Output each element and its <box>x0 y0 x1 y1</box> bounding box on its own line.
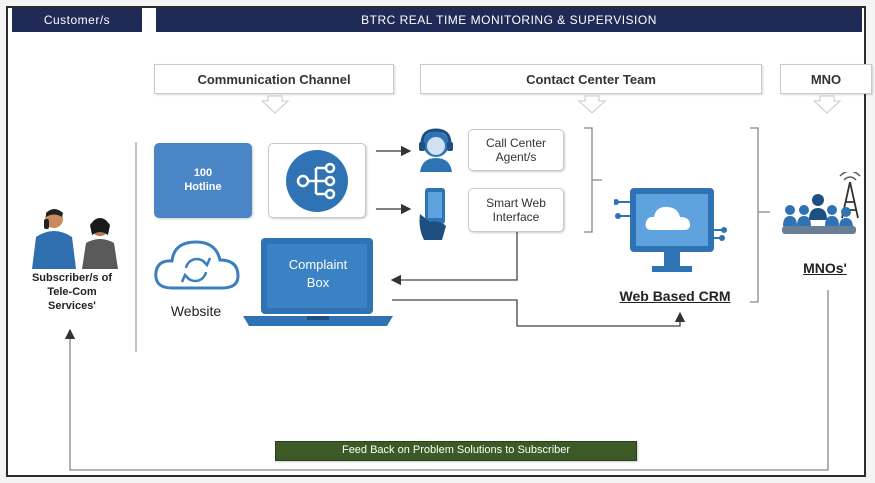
crm-monitor-icon <box>614 188 727 272</box>
contact-center-team-label: Contact Center Team <box>526 71 656 87</box>
cloud-sync-icon <box>154 240 240 290</box>
mno-label: MNO <box>810 71 842 87</box>
subscriber-label: Subscriber/s of Tele-Com Services' <box>12 272 132 313</box>
contact-center-team-header: Contact Center Team <box>420 64 762 94</box>
feedback-banner: Feed Back on Problem Solutions to Subscr… <box>275 441 637 461</box>
monitoring-header-label: BTRC REAL TIME MONITORING & SUPERVISION <box>361 13 657 27</box>
smart-web-line1: Smart Web <box>486 195 546 210</box>
call-center-agent-icon <box>419 128 453 172</box>
network-share-icon <box>286 149 348 212</box>
subscriber-people-icon <box>32 209 118 269</box>
call-center-line1: Call Center <box>485 135 547 150</box>
smart-web-box: Smart Web Interface <box>468 188 564 232</box>
communication-channel-label: Communication Channel <box>197 71 351 87</box>
complaint-line1: Complaint <box>288 257 348 272</box>
subscriber-label-line2: Tele-Com <box>47 285 97 298</box>
subscriber-label-line1: Subscriber/s of <box>31 272 113 284</box>
smart-web-line2: Interface <box>492 210 540 224</box>
customers-header-label: Customer/s <box>43 13 111 27</box>
hotline-line2: Hotline <box>184 180 222 193</box>
mnos-label: MNOs' <box>803 260 847 276</box>
communication-channel-header: Communication Channel <box>154 64 394 94</box>
website-label: Website <box>170 303 222 319</box>
smartphone-hand-icon <box>419 188 446 240</box>
call-center-line2: Agent/s <box>495 150 537 164</box>
monitoring-header: BTRC REAL TIME MONITORING & SUPERVISION <box>156 8 862 32</box>
call-center-box: Call Center Agent/s <box>468 129 564 171</box>
hotline-line1: 100 <box>193 167 213 180</box>
mno-header: MNO <box>780 64 872 94</box>
complaint-line2: Box <box>306 274 330 290</box>
mno-meeting-tower-icon <box>782 172 861 234</box>
subscriber-label-line3: Services' <box>48 299 96 312</box>
network-channel-box <box>268 143 366 218</box>
laptop-icon <box>243 238 393 326</box>
customers-header: Customer/s <box>12 8 142 32</box>
feedback-label: Feed Back on Problem Solutions to Subscr… <box>341 444 571 457</box>
complaint-box-label: Complaint Box <box>270 256 366 291</box>
hotline-box: 100 Hotline <box>154 143 252 218</box>
crm-label: Web Based CRM <box>619 288 731 304</box>
